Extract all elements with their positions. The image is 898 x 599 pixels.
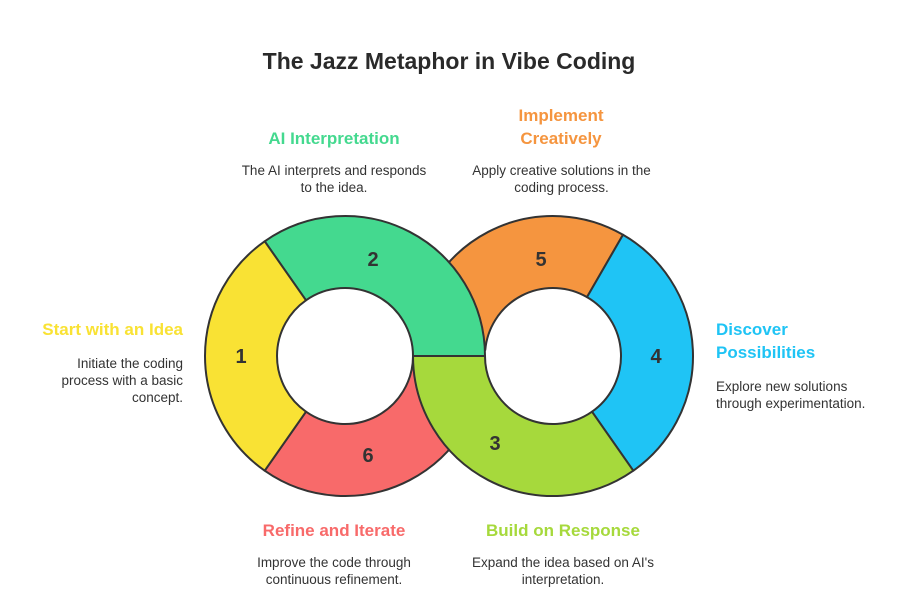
segment-number-4: 4 [650,346,662,368]
segment-number-2: 2 [367,249,378,271]
step-2-description: The AI interprets and responds to the id… [241,163,427,195]
step-4-title: Discover Possibilities [716,320,816,362]
segment-number-3: 3 [489,433,500,455]
step-2-title: AI Interpretation [268,129,400,148]
diagram-title: The Jazz Metaphor in Vibe Coding [262,48,636,74]
step-6-title: Refine and Iterate [262,521,406,540]
ring-segment-2 [263,215,486,357]
step-4-description: Explore new solutions through experiment… [716,379,866,411]
ring-segment-4 [586,233,694,472]
segment-number-1: 1 [235,346,246,368]
segment-number-6: 6 [362,445,373,467]
step-1-description: Initiate the coding process with a basic… [61,356,183,405]
segment-number-5: 5 [535,249,546,271]
step-3-description: Expand the idea based on AI's interpreta… [472,555,654,587]
step-6-description: Improve the code through continuous refi… [257,555,411,587]
step-5-title: Implement Creatively [518,106,604,148]
step-5-description: Apply creative solutions in the coding p… [472,163,651,195]
step-3-title: Build on Response [486,521,640,540]
ring-segment-1 [204,240,307,472]
step-1-title: Start with an Idea [42,320,183,339]
ring-segment-3 [412,355,635,497]
